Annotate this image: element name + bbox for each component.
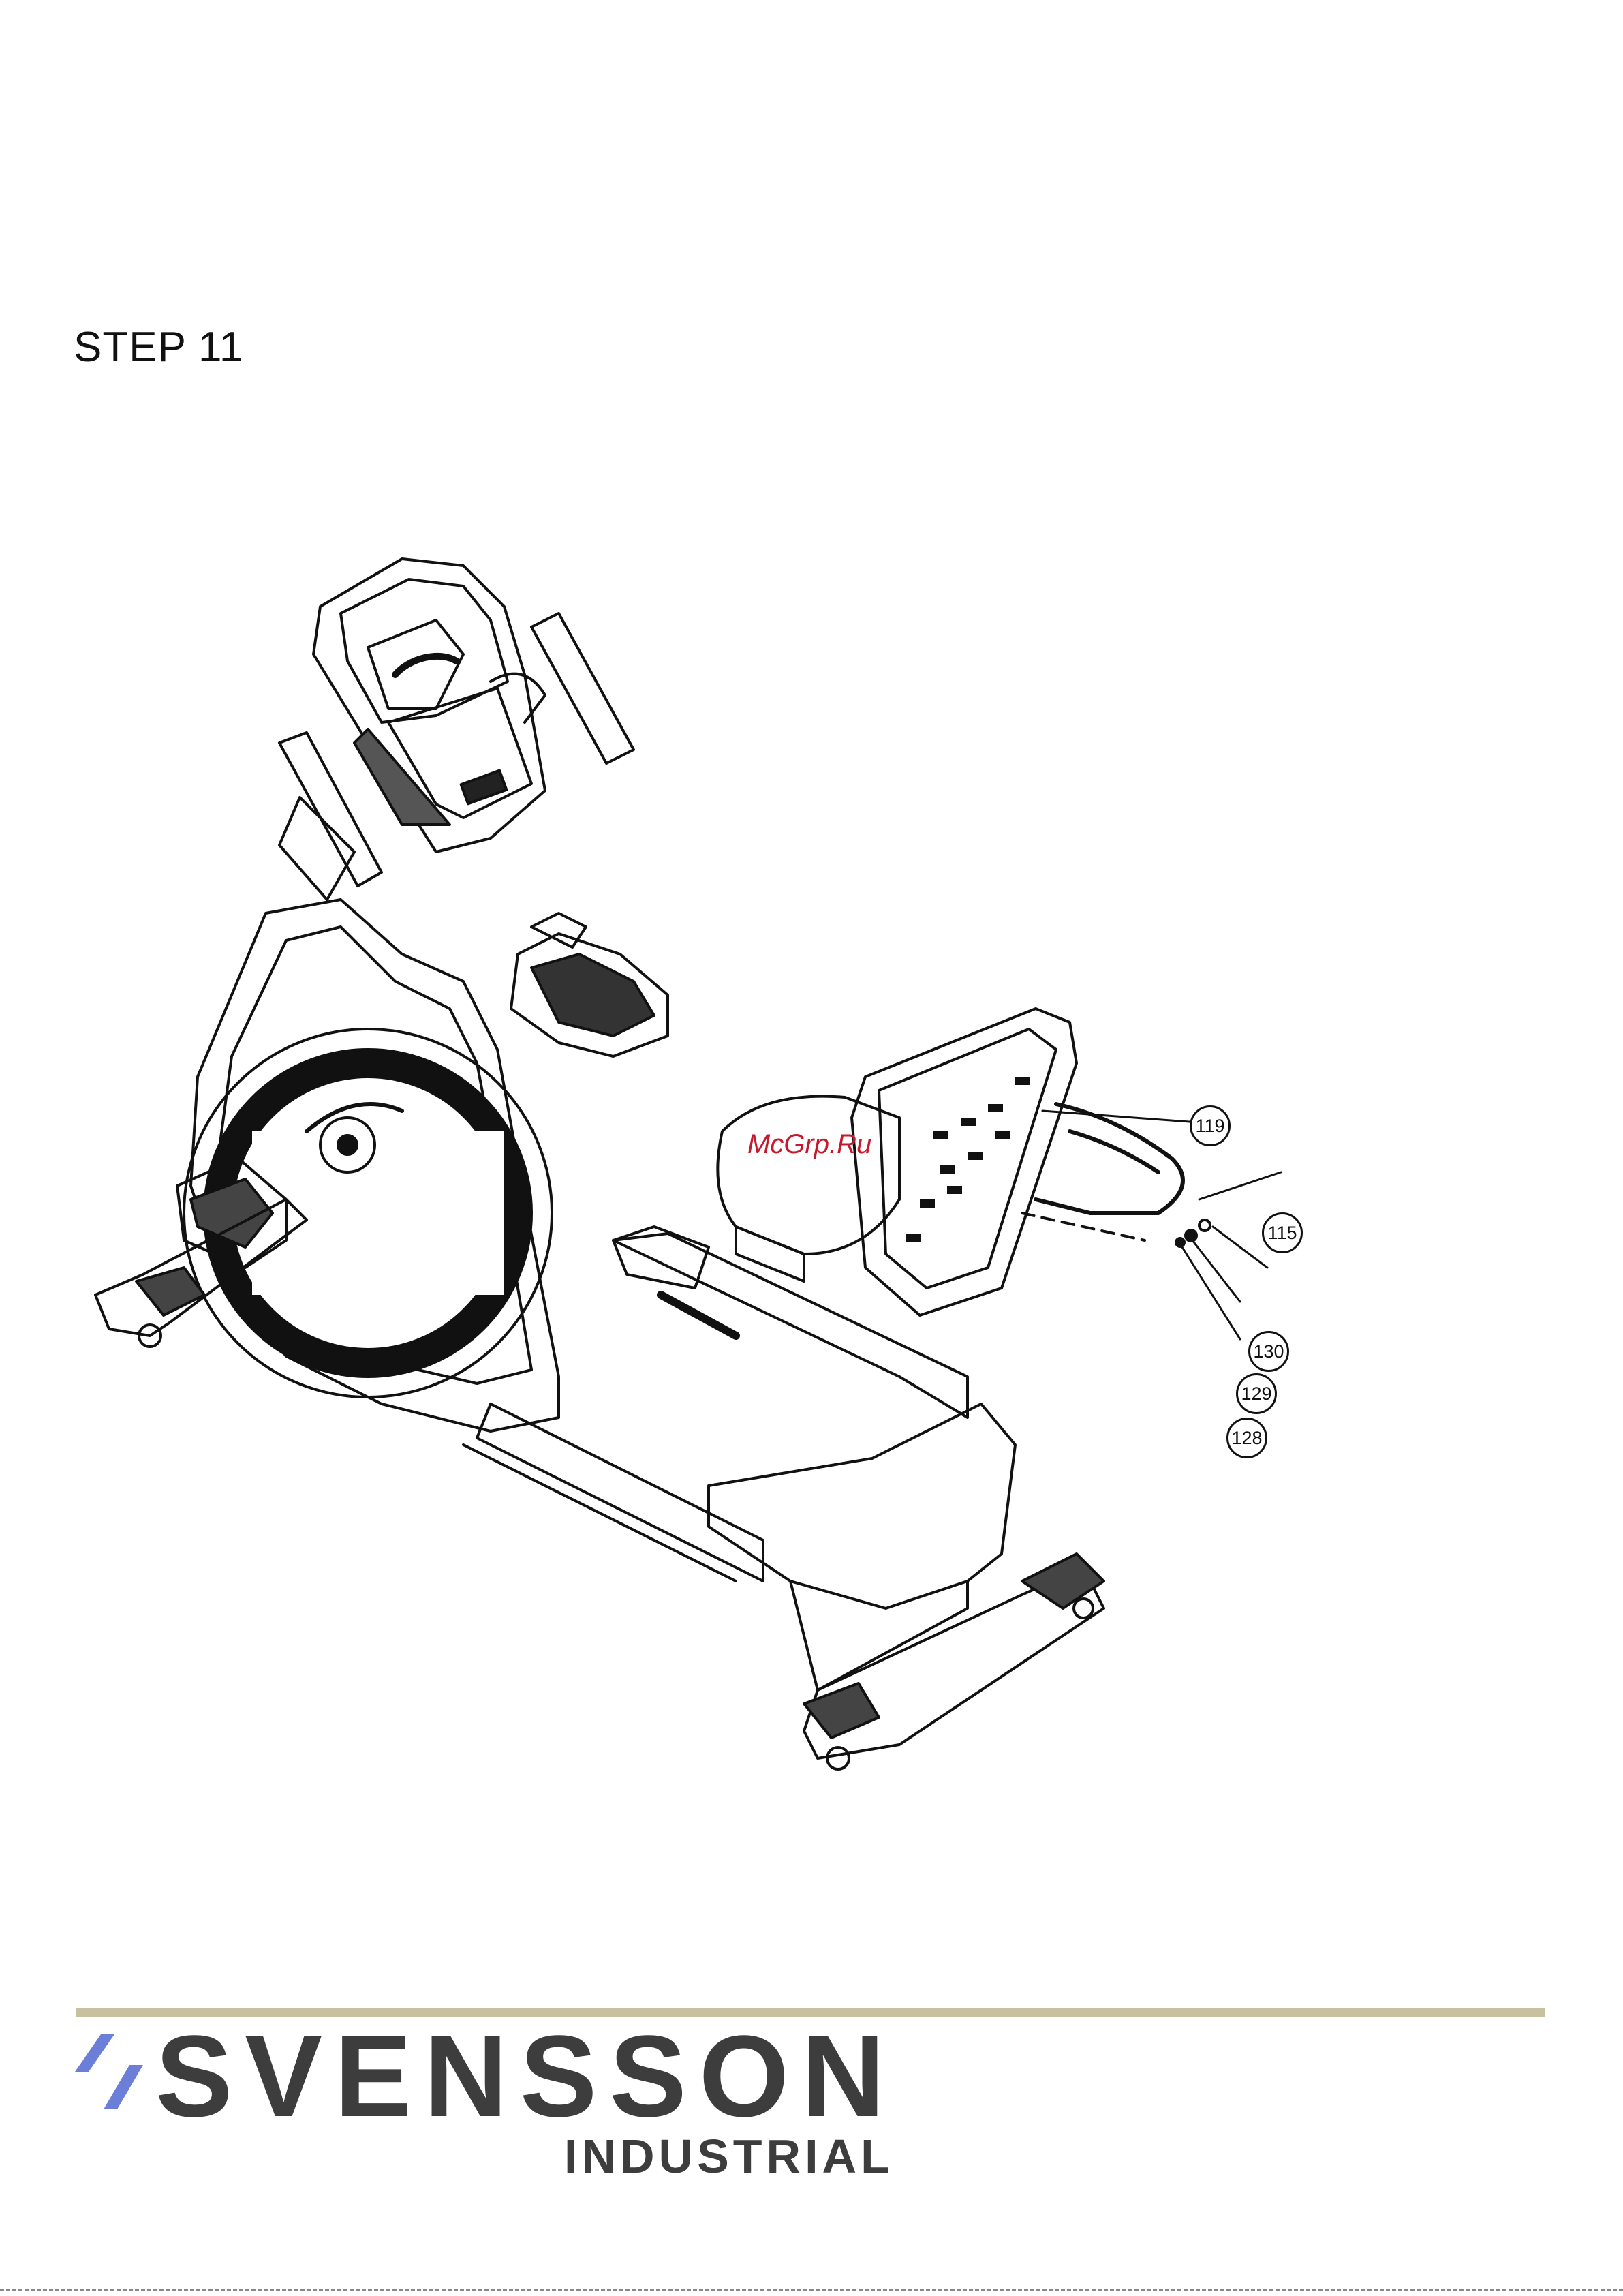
step-title: STEP 11 xyxy=(74,323,243,371)
brand-logo-mark-icon xyxy=(75,2034,143,2109)
right-pedal xyxy=(511,913,668,1056)
brand-subtitle: INDUSTRIAL xyxy=(564,2129,894,2184)
watermark: McGrp.Ru xyxy=(747,1129,871,1160)
front-frame xyxy=(184,900,559,1431)
page-edge-divider xyxy=(0,2289,1623,2293)
seat xyxy=(717,1097,899,1281)
callout-129: 129 xyxy=(1236,1373,1277,1414)
callout-128: 128 xyxy=(1226,1418,1267,1458)
brand-name: SVENSSON xyxy=(155,2019,897,2134)
seat-rail xyxy=(613,1227,968,1418)
rear-base xyxy=(709,1404,1104,1769)
callout-119: 119 xyxy=(1190,1105,1231,1146)
rear-handle xyxy=(1022,1104,1183,1240)
bike-assembly-illustration xyxy=(82,518,1322,1799)
leader-lines xyxy=(1042,1111,1281,1339)
main-rail xyxy=(463,1404,763,1581)
callout-115: 115 xyxy=(1262,1212,1303,1253)
callout-130: 130 xyxy=(1248,1331,1289,1372)
seat-back xyxy=(852,1009,1077,1315)
